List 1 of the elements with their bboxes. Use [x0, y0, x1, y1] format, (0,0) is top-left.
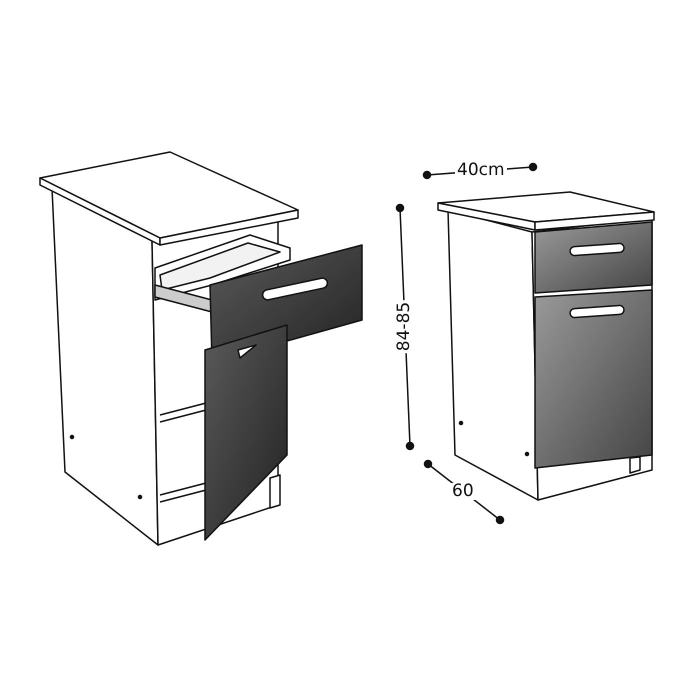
dimension-label: 60 [450, 483, 476, 500]
